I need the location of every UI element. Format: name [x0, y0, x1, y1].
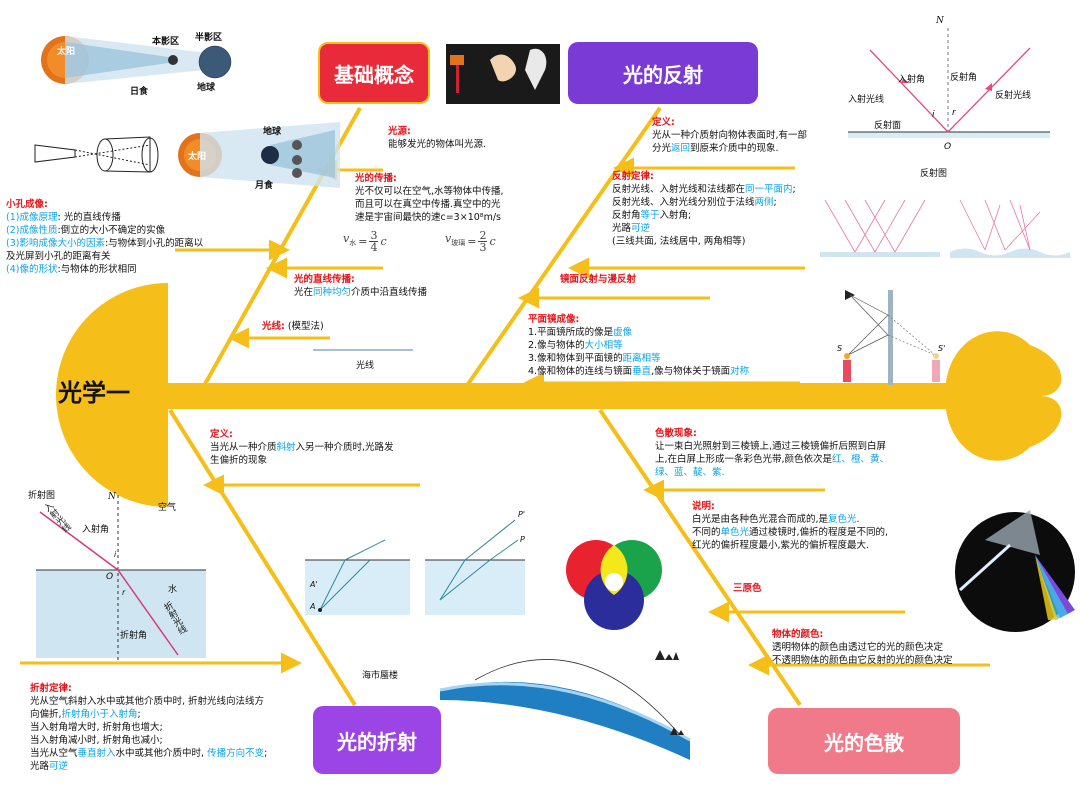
center-title: 光学一	[58, 379, 130, 407]
refl-fig-inc-angle: 入射角	[898, 75, 926, 85]
eclipse-sun-label-2: 太阳	[188, 152, 207, 162]
refraction-law: 折射定律: 光从空气斜射入水中或其他介质中时, 折射光线向法线方 向偏折,折射角…	[30, 683, 268, 772]
branch-refraction[interactable]: 光的折射	[313, 706, 441, 774]
refr-fig-air: 空气	[158, 503, 177, 513]
mirage-p-image: P'	[518, 510, 526, 519]
refl-fig-inc-ray: 入射光线	[848, 95, 885, 105]
refraction-figure	[36, 495, 206, 660]
light-source-block: 光源: 能够发光的物体叫光源.	[388, 126, 487, 150]
earth-label-2: 地球	[263, 127, 282, 137]
pinhole-camera-figure	[34, 136, 159, 173]
refl-fig-n: N	[936, 16, 944, 26]
fish-head	[56, 283, 168, 507]
refr-fig-inc-angle: 入射角	[82, 525, 110, 535]
eclipse-sun-label: 太阳	[57, 47, 76, 57]
propagation-block: 光的传播: 光不仅可以在空气,水等物体中传播, 而且可以在真空中传播.真空中的光…	[355, 173, 504, 223]
refl-fig-surface: 反射面	[874, 121, 902, 131]
plane-mirror-s-image: S'	[938, 344, 946, 353]
reflection-law: 反射定律: 反射光线、入射光线和法线都在同一平面内; 反射光线、入射光线分别位于…	[612, 171, 796, 247]
plane-mirror-s: S	[837, 344, 843, 353]
shadow-puppet-figure	[446, 44, 560, 104]
penumbra-label: 半影区	[195, 33, 223, 43]
dispersion-explanation: 说明: 白光是由各种色光混合而成的,是复色光. 不同的单色光通过棱镜时,偏折的程…	[692, 501, 889, 551]
refl-fig-ref-angle: 反射角	[950, 73, 978, 83]
straight-propagation-block: 光的直线传播: 光在同种均匀介质中沿直线传播	[294, 274, 428, 298]
mirage-refraction-figure-left	[305, 539, 410, 615]
prism-dispersion-photo	[955, 510, 1075, 632]
refr-fig-n: N	[108, 492, 116, 502]
primary-colors-label: 三原色	[733, 583, 762, 594]
refr-fig-o: O	[106, 572, 114, 582]
lunar-eclipse-figure	[178, 122, 340, 188]
refr-fig-refr-angle: 折射角	[120, 631, 148, 641]
fish-tail-heart	[945, 331, 1062, 461]
mirage-a-image: A'	[310, 580, 318, 589]
plane-mirror-figure	[843, 290, 940, 385]
reflection-definition: 定义: 光从一种介质射向物体表面时,有一部 分光返回到原来介质中的现象.	[652, 117, 808, 154]
mirage-label: 海市蜃楼	[362, 671, 399, 681]
pinhole-title: 小孔成像:	[6, 199, 48, 210]
mirage-a: A	[310, 602, 316, 611]
branch-dispersion[interactable]: 光的色散	[768, 708, 960, 774]
mirage-p: P	[520, 535, 525, 544]
refl-fig-i: i	[932, 110, 935, 120]
refl-fig-caption: 反射图	[920, 169, 948, 179]
three-primary-colors-figure	[566, 540, 662, 630]
branch-reflection[interactable]: 光的反射	[568, 42, 758, 104]
mirage-refraction-figure-right	[425, 519, 525, 615]
object-color-block: 物体的颜色: 透明物体的颜色由透过它的光的颜色决定 不透明物体的颜色由它反射的光…	[772, 629, 953, 666]
branch-basic-concepts[interactable]: 基础概念	[318, 42, 430, 104]
refl-fig-o: O	[944, 142, 952, 152]
bone-refraction	[168, 408, 357, 707]
solar-eclipse-label: 日食	[130, 87, 149, 97]
reflection-figure	[848, 28, 1050, 138]
spine	[160, 383, 970, 409]
diffuse-reflection-figure	[950, 199, 1070, 258]
pinhole-block: 小孔成像: (1)成像原理: 光的直线传播 (2)成像性质:倒立的大小不确定的实…	[6, 199, 204, 275]
refr-fig-i: i	[114, 550, 117, 559]
refraction-definition: 定义: 当光从一种介质斜射入另一种介质时,光路发 生偏折的现象	[210, 429, 394, 466]
earth-label: 地球	[197, 83, 216, 93]
specular-reflection-figure	[820, 199, 940, 257]
dispersion-phenomenon: 色散现象: 让一束白光照射到三棱镜上,通过三棱镜偏折后照到白屏 上,在白屏上形成…	[655, 428, 890, 478]
mirage-island-figure	[439, 650, 691, 760]
lunar-eclipse-label: 月食	[255, 181, 274, 191]
refr-fig-caption: 折射图	[28, 491, 56, 501]
solar-eclipse-figure	[41, 36, 232, 84]
refl-fig-ref-ray: 反射光线	[995, 91, 1032, 101]
umbra-label: 本影区	[152, 37, 180, 47]
ray-model: 光线: (模型法)	[262, 321, 324, 332]
plane-mirror-block: 平面镜成像: 1.平面镜所成的像是虚像 2.像与物体的大小相等 3.像和物体到平…	[528, 314, 750, 377]
refr-fig-r: r	[122, 588, 126, 597]
specular-diffuse-title: 镜面反射与漫反射	[560, 274, 637, 285]
refr-fig-water: 水	[168, 585, 178, 595]
ray-label: 光线	[356, 361, 375, 371]
refl-fig-r: r	[952, 108, 956, 118]
bone-reflection	[466, 106, 662, 386]
